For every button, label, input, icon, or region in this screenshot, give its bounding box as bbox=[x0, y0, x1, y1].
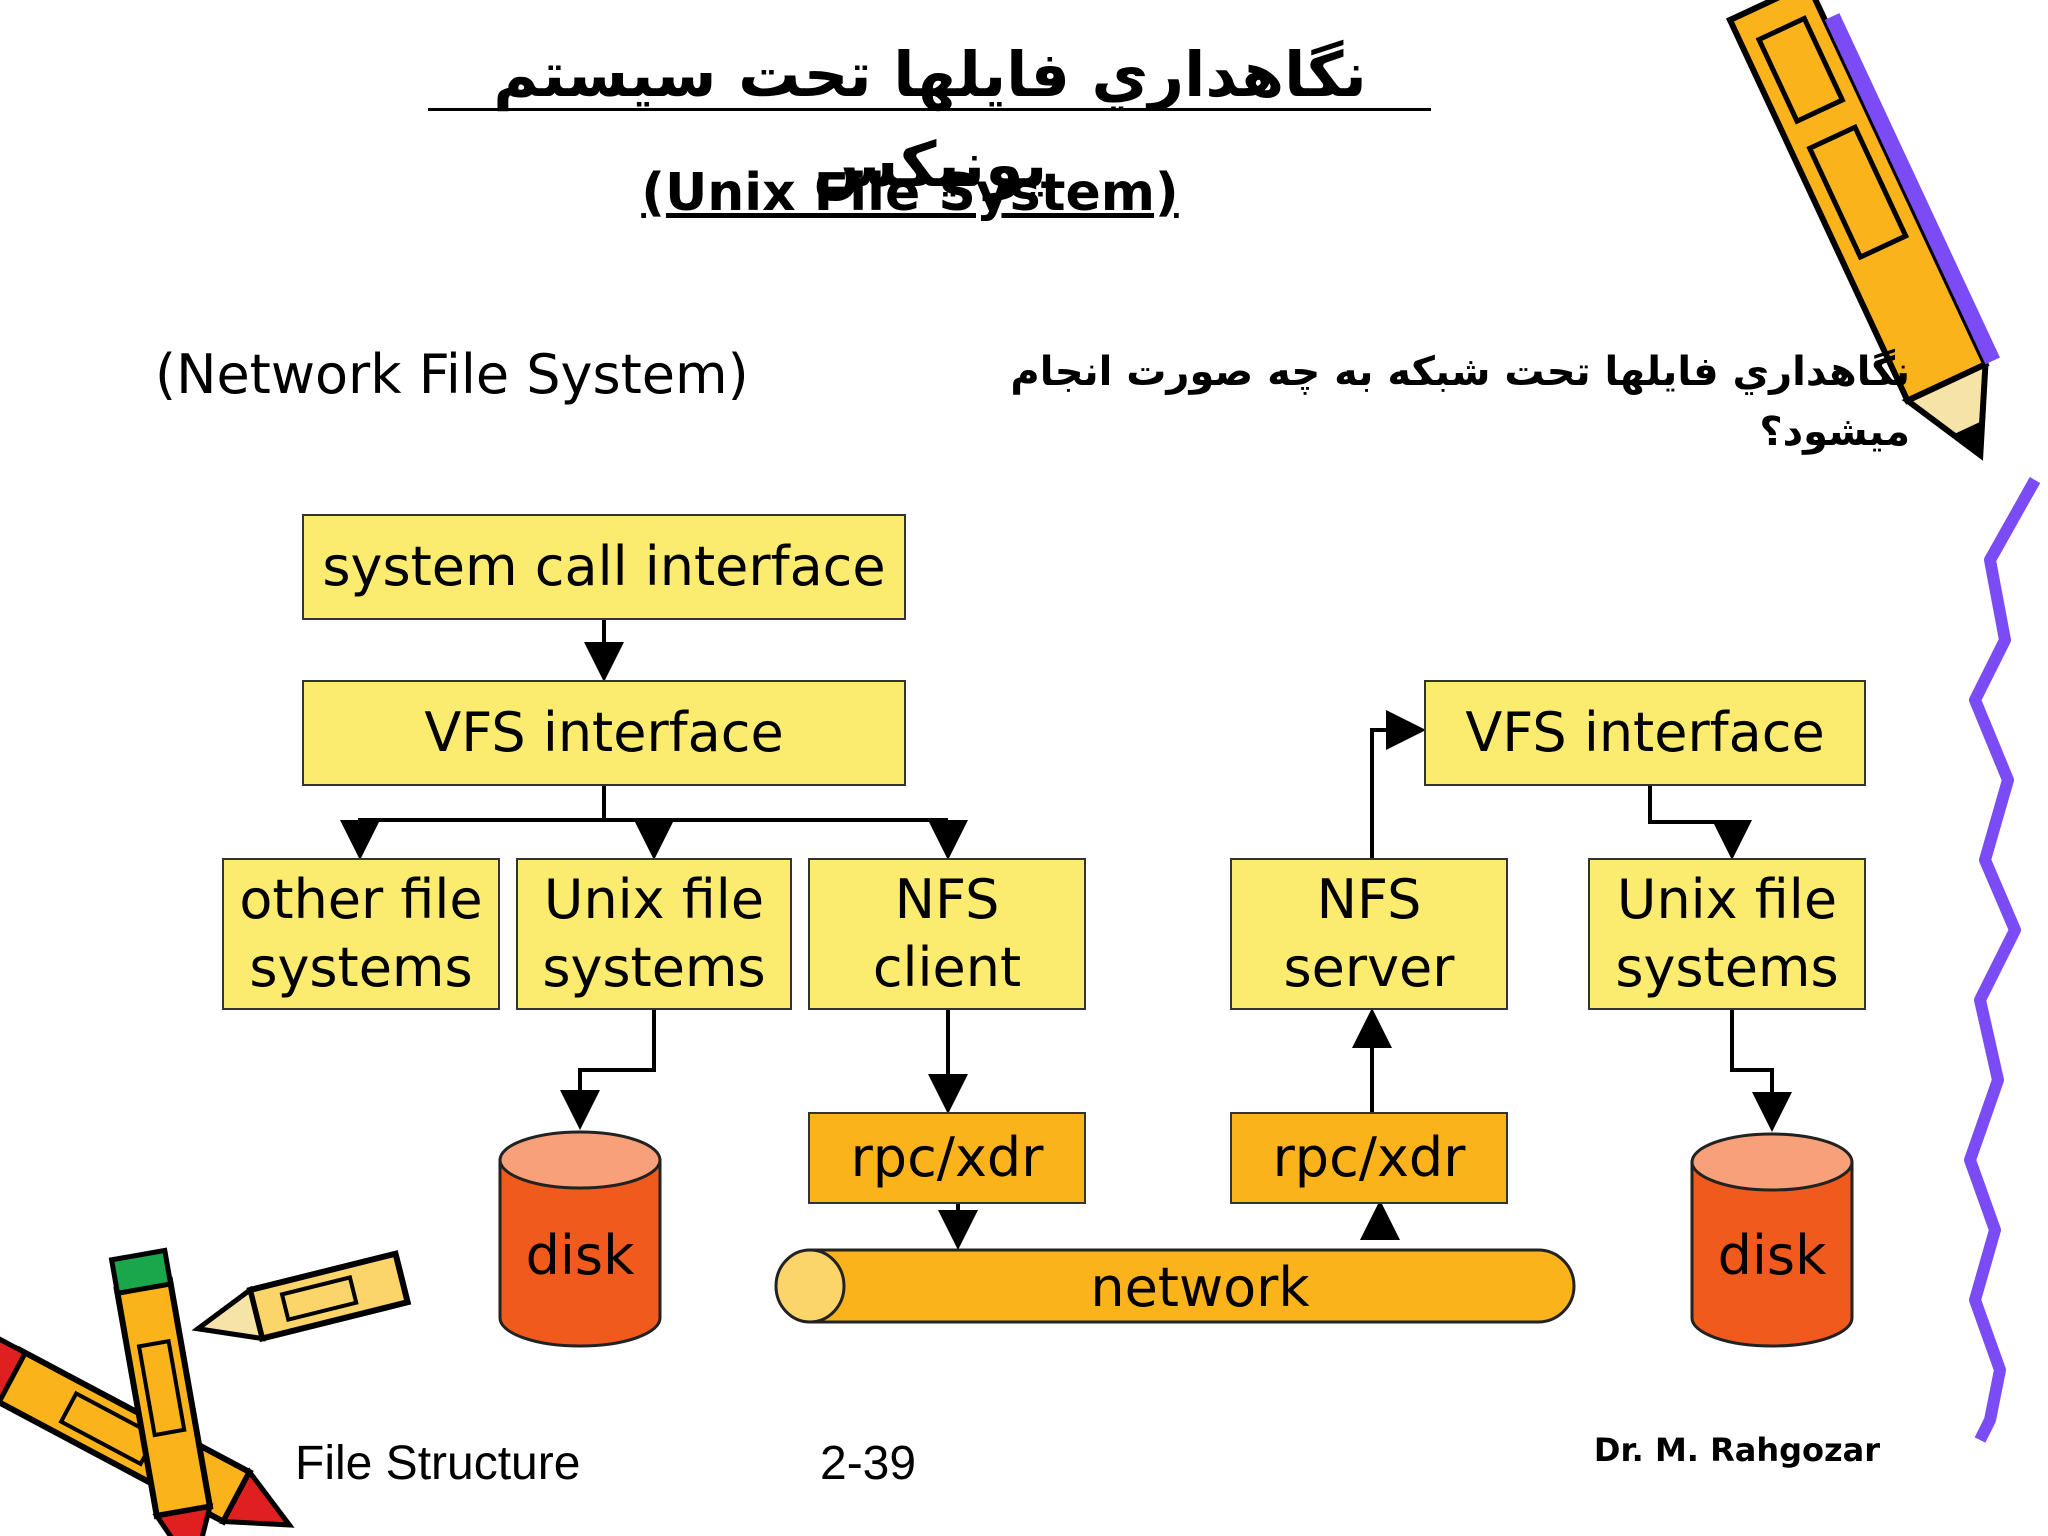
disk-left-label: disk bbox=[525, 1224, 635, 1287]
nfs-client-box: NFS client bbox=[808, 858, 1086, 1010]
vfs-interface-right-box: VFS interface bbox=[1424, 680, 1866, 786]
other-file-systems-box: other file systems bbox=[222, 858, 500, 1010]
nfs-server-box: NFS server bbox=[1230, 858, 1508, 1010]
vfs-interface-left-box: VFS interface bbox=[302, 680, 906, 786]
title-persian: نگاهداري فايلها تحت سيستم يونيکس bbox=[493, 38, 1367, 201]
unix-file-systems-left-box: Unix file systems bbox=[516, 858, 792, 1010]
author-name: Dr. M. Rahgozar bbox=[1593, 1431, 1880, 1469]
question-persian: نگاهداري فايلها تحت شبکه به چه صورت انجا… bbox=[1010, 349, 1910, 455]
disk-left-cylinder bbox=[498, 1130, 662, 1348]
unix-file-systems-right-box: Unix file systems bbox=[1588, 858, 1866, 1010]
disk-right-label: disk bbox=[1717, 1224, 1827, 1287]
disk-right-cylinder bbox=[1690, 1132, 1854, 1348]
squiggle-border-icon bbox=[1964, 477, 2041, 1443]
pencil-icon bbox=[1726, 0, 2000, 461]
rpc-xdr-right-box: rpc/xdr bbox=[1230, 1112, 1508, 1204]
title-underline bbox=[428, 108, 1431, 111]
title-english: (Unix File System) bbox=[641, 163, 1179, 223]
pencils-cluster-icon bbox=[0, 1247, 412, 1536]
footer-title: File Structure bbox=[295, 1437, 581, 1490]
question-english: (Network File System) bbox=[155, 343, 749, 406]
page-number: 2-39 bbox=[820, 1437, 917, 1490]
system-call-interface-box: system call interface bbox=[302, 514, 906, 620]
rpc-xdr-left-box: rpc/xdr bbox=[808, 1112, 1086, 1204]
network-pipe bbox=[774, 1248, 1576, 1324]
network-label: network bbox=[1090, 1256, 1310, 1319]
